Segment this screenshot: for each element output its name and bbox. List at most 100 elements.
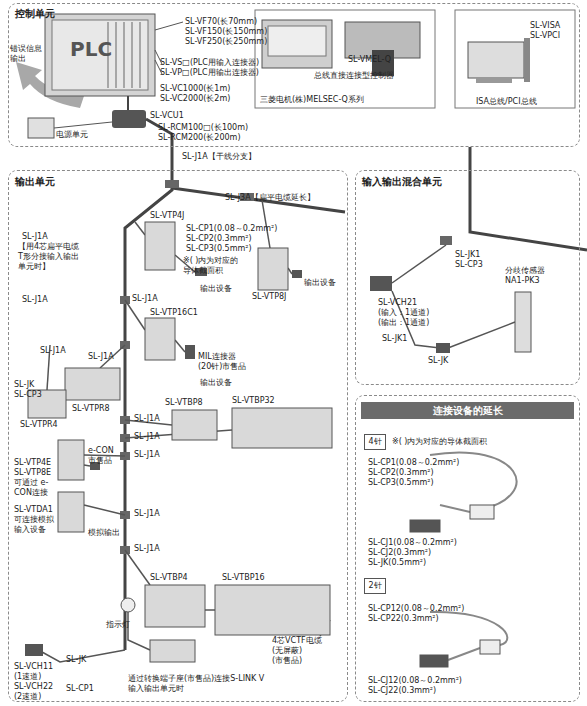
vc-cable (128, 96, 129, 110)
module (58, 492, 84, 532)
extension-cable (440, 505, 470, 512)
module (65, 368, 120, 400)
connector (292, 270, 302, 278)
part-label: 可通过 e-CON连接 (14, 478, 60, 498)
part-label: 通过转换端子座(市售品)连接S-LINK V 输入输出单元时 (128, 674, 278, 694)
part-label: SL-JK1 (455, 250, 480, 260)
branch-cable (392, 245, 446, 283)
pci-card (468, 42, 524, 78)
vcu-unit (112, 110, 146, 128)
part-label: SL-VP□(PLC用输出连接器) (160, 68, 259, 78)
part-label: SL-VTPR8 (72, 404, 110, 414)
part-label: SL-VTBP16 (222, 573, 265, 583)
part-label: SL-CP3 (455, 260, 483, 270)
part-label: SL-CP2(0.3mm²) (186, 234, 252, 244)
part-label: SL-VTBP4 (150, 573, 188, 583)
node-text: 三菱电机(株)MELSEC-Q系列 (260, 95, 364, 105)
part-label: SL-J1A (88, 352, 114, 362)
part-label: SL-VTP16C1 (150, 308, 198, 318)
region-heading: 输入输出混合单元 (362, 175, 442, 189)
inset-box: SL-VISASL-VPCIISA总线/PCI总线 (456, 11, 576, 109)
plc-rack (108, 22, 140, 88)
part-label: SL-VTP8E (14, 468, 51, 478)
pin-count-box: 4针 (364, 434, 386, 450)
pci-card (524, 38, 530, 82)
part-label: SL-VCH22 (14, 682, 53, 692)
unit-region: 输入输出混合单元 (355, 170, 580, 385)
unit-region: 控制单元SL-VMEL-Q总线直接连接型控制器三菱电机(株)MELSEC-Q系列… (8, 3, 580, 147)
extension-connector (470, 505, 494, 519)
part-label: PLC (70, 38, 112, 60)
branch-cable (448, 322, 515, 348)
part-label: SL-CJ12(0.08～0.2mm²) (368, 676, 462, 686)
node-text: SL-VPCI (530, 31, 560, 41)
power-unit (28, 118, 54, 138)
part-label: 模拟输出 (88, 528, 120, 538)
module (172, 410, 217, 440)
junction (120, 180, 452, 554)
extension-connector (480, 640, 500, 654)
part-label: SL-VCH11 (14, 662, 53, 672)
part-label: SL-CP3(0.5mm²) (186, 244, 252, 254)
module (58, 440, 84, 480)
part-label: ※( )内为对应的 导体截面积 (183, 256, 255, 276)
module (145, 318, 175, 360)
part-label: SL-VF250(长250mm) (185, 37, 267, 47)
region-heading: 控制单元 (15, 7, 55, 21)
part-label: SL-CP12(0.08～0.2mm²) (368, 604, 464, 614)
module (150, 640, 195, 662)
part-label: SL-CP2(0.3mm²) (368, 468, 434, 478)
sensor (515, 292, 531, 352)
module (215, 585, 330, 635)
extension-cable (448, 648, 480, 660)
melsec-illustration (262, 20, 420, 76)
part-label: SL-VTBP8 (165, 398, 203, 408)
part-label: SL-JK(0.5mm²) (368, 558, 426, 568)
part-label: SL-VTP4J (150, 211, 184, 221)
branch-cable (135, 222, 145, 235)
part-label: SL-RCM200(长200m) (158, 133, 241, 143)
part-label: SL-VC2000(长2m) (160, 94, 230, 104)
branch-cable (125, 550, 150, 585)
part-label: e-CON 市售品 (88, 446, 128, 466)
part-label: SL-VTP4E (14, 458, 51, 468)
plc-rack (45, 14, 155, 96)
part-label: 可连接模拟 输入设备 (14, 515, 64, 535)
part-label: SL-J1A (22, 232, 48, 242)
branch-cable (84, 465, 90, 466)
junction (440, 236, 452, 245)
indicator-lamp (121, 598, 135, 612)
node-text: 4针 (365, 435, 385, 449)
part-label: SL-JK (66, 655, 86, 665)
pin-count-box: 2针 (364, 578, 386, 594)
part-label: 指示灯 (106, 620, 130, 630)
module (28, 222, 332, 662)
part-label: SL-JK (14, 380, 34, 390)
part-label: 错误信息 输出 (10, 44, 50, 64)
extension-cable (430, 452, 516, 660)
part-label: SL-VCH21 (378, 298, 417, 308)
part-label: (输入：1通道) (378, 308, 429, 318)
part-label: SL-VTBP32 (232, 396, 275, 406)
part-label: SL-RCM100□(长100m) (158, 123, 248, 133)
extension-connector (410, 505, 500, 667)
sensor (515, 292, 531, 352)
part-label: (2速道) (14, 692, 41, 702)
part-label: SL-CP1(0.08～0.2mm²) (368, 458, 459, 468)
part-label: SL-CP1 (66, 684, 94, 694)
junction (165, 180, 179, 188)
node-text: SL-VISA (530, 21, 560, 31)
part-label: 输出设备 (200, 284, 232, 294)
part-label: SL-CP22(0.3mm²) (368, 614, 439, 624)
inset-panel (255, 10, 575, 108)
indicator-lamp (121, 598, 135, 612)
part-label: SL-J1A (134, 544, 160, 554)
branch-cable (125, 300, 145, 330)
part-label: MIL连接器 (20针)市售品 (198, 352, 260, 372)
part-label: 【用4芯扁平电缆 T形分接输入输出 单元时】 (18, 242, 90, 272)
part-label: SL-JK (428, 356, 448, 366)
node-text: SL-VMEL-Q (348, 55, 391, 65)
part-label: (1速道) (14, 672, 41, 682)
melsec-illustration (262, 20, 332, 68)
